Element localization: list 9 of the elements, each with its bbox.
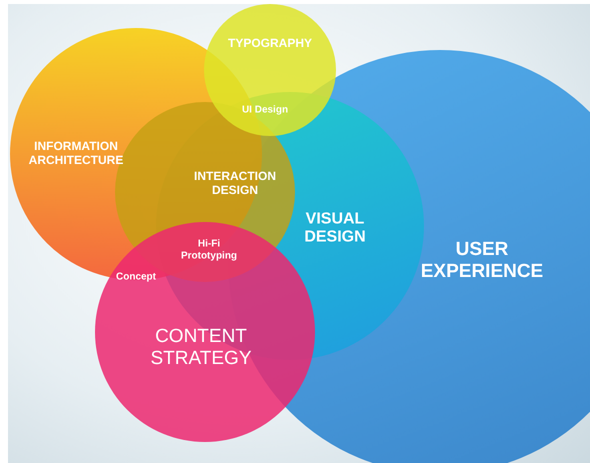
circle-label: USER EXPERIENCE	[420, 239, 544, 283]
circle-label: CONTENT STRATEGY	[150, 326, 252, 370]
circle-label: TYPOGRAPHY	[226, 37, 313, 51]
overlap-label: Hi-Fi Prototyping	[180, 238, 238, 262]
overlap-label: Concept	[115, 271, 157, 283]
circle-label: VISUAL DESIGN	[303, 210, 367, 248]
overlap-label: UI Design	[240, 104, 290, 116]
circle-label: INTERACTION DESIGN	[193, 170, 277, 198]
circle-label: INFORMATION ARCHITECTURE	[28, 140, 124, 168]
